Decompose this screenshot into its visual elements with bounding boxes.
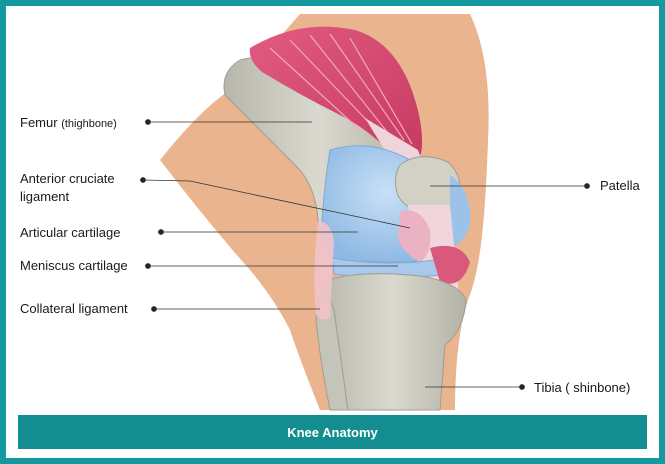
anterior-cruciate-ligament — [398, 210, 431, 262]
tibia-label: Tibia ( shinbone) — [534, 380, 631, 395]
acl-label-line1: Anterior cruciate — [20, 171, 115, 186]
patella-label: Patella — [600, 178, 640, 193]
acl-label-line2: ligament — [20, 189, 70, 204]
femur-note: (thighbone) — [61, 118, 117, 130]
articular-cartilage-label: Articular cartilage — [20, 225, 121, 240]
collateral-ligament-label: Collateral ligament — [20, 301, 128, 316]
femur-label: Femur (thighbone) — [20, 114, 117, 133]
meniscus-cartilage-label: Meniscus cartilage — [20, 258, 128, 273]
meniscus-pink — [430, 245, 470, 284]
caption-title: Knee Anatomy — [287, 424, 378, 440]
collateral-ligament — [314, 221, 334, 320]
femur-name: Femur — [20, 115, 58, 130]
muscle-fibers — [269, 33, 413, 145]
diagram-caption: Knee Anatomy — [18, 415, 647, 449]
